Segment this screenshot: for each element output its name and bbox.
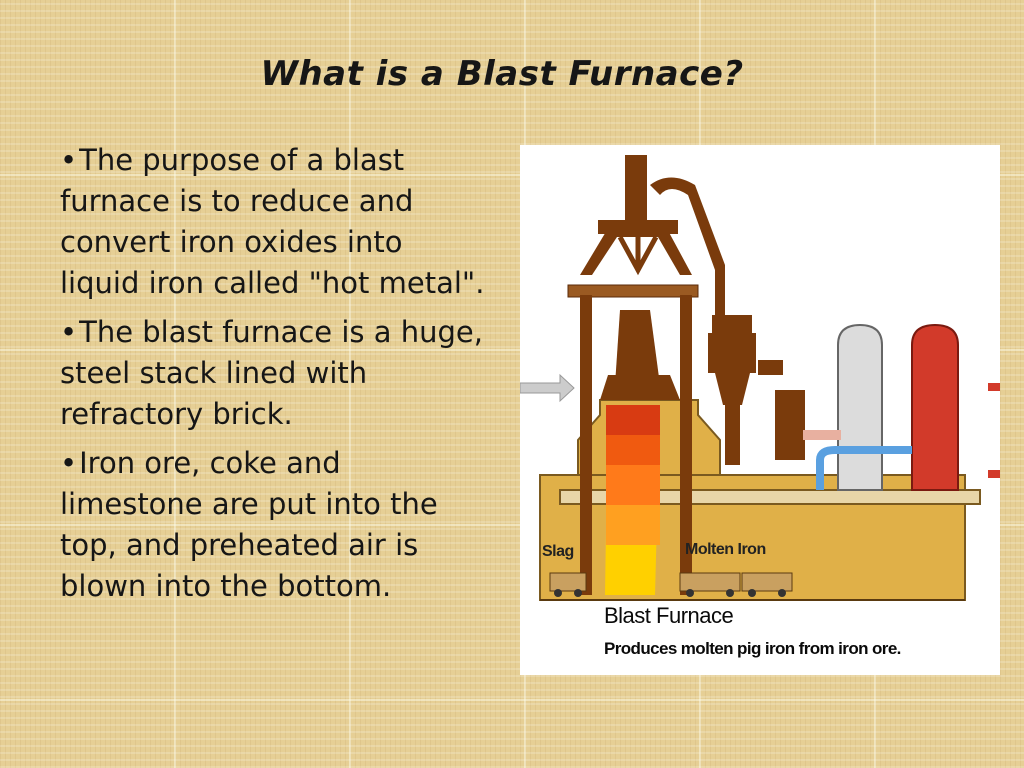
figure-caption-title: Blast Furnace [604, 603, 734, 628]
texture-line [0, 174, 1024, 176]
texture-line [349, 0, 351, 768]
slag-car [549, 572, 587, 597]
texture-line [0, 524, 1024, 526]
bullet-text: The blast furnace is a huge, steel stack… [60, 315, 483, 431]
molten-iron-label: Molten Iron [685, 541, 766, 558]
figure-caption-subtitle: Produces molten pig iron from iron ore. [604, 639, 901, 658]
cold-blast-pipe [816, 446, 912, 490]
bullet-item: •Iron ore, coke and limestone are put in… [60, 443, 490, 607]
air-arrow-icon [520, 373, 575, 403]
downcomer-pipe [650, 177, 725, 315]
left-column [580, 295, 592, 595]
texture-line [174, 0, 176, 768]
slide-title: What is a Blast Furnace? [260, 54, 744, 94]
iron-car [679, 572, 793, 597]
top-chimney [625, 155, 647, 225]
bullet-list: •The purpose of a blast furnace is to re… [60, 140, 490, 615]
main-pipe [559, 489, 981, 505]
stove-red [911, 323, 959, 491]
right-column [680, 295, 692, 595]
head-beam [598, 220, 678, 234]
bullet-item: •The blast furnace is a huge, steel stac… [60, 312, 490, 435]
hot-blast-icon [988, 383, 1000, 391]
bullet-text: The purpose of a blast furnace is to red… [60, 143, 485, 300]
scrubber [775, 390, 805, 460]
dust-catcher [708, 333, 756, 373]
head-frame [580, 225, 692, 275]
furnace-illustration [520, 155, 1000, 601]
texture-line [0, 349, 1024, 351]
blast-furnace-diagram: Slag Molten Iron Blast Furnace Produces … [520, 145, 1000, 675]
bullet-marker: • [60, 315, 78, 349]
bullet-item: •The purpose of a blast furnace is to re… [60, 140, 490, 304]
bullet-text: Iron ore, coke and limestone are put int… [60, 446, 438, 603]
bullet-marker: • [60, 143, 78, 177]
bullet-marker: • [60, 446, 78, 480]
hopper [615, 310, 660, 385]
stove-grey [837, 323, 883, 491]
top-platform [567, 284, 699, 298]
texture-line [0, 699, 1024, 701]
slag-label: Slag [542, 543, 574, 560]
